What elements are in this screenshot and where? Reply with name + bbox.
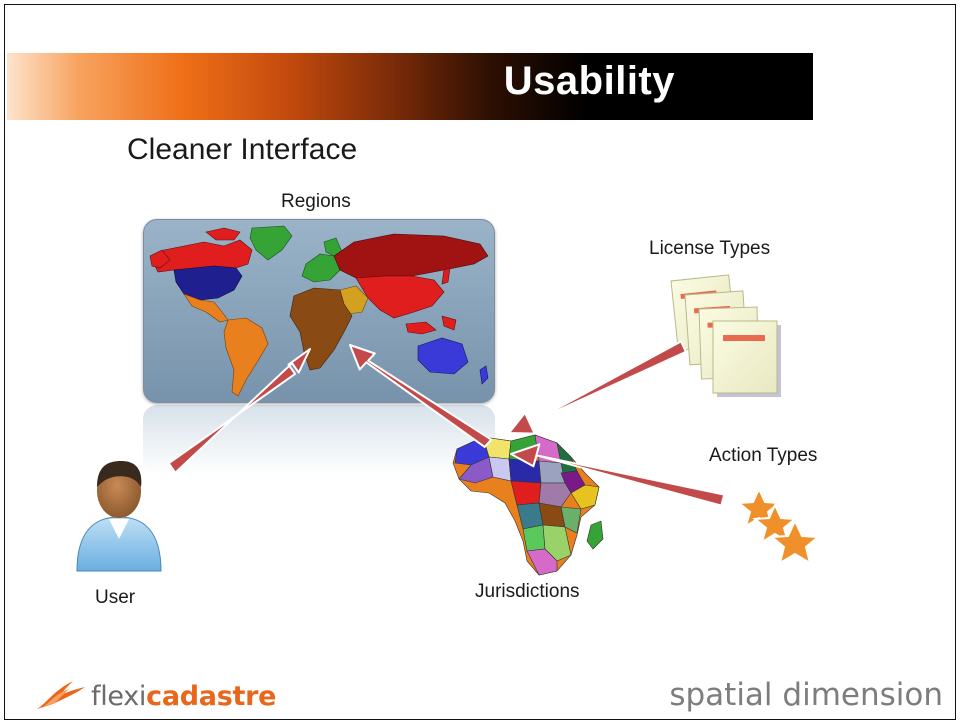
spatial-dimension-logo: spatial dimension (669, 677, 943, 713)
action-types-label: Action Types (709, 445, 818, 466)
license-types-label: License Types (649, 238, 771, 259)
person-icon (76, 461, 162, 572)
jurisdictions-label: Jurisdictions (475, 581, 580, 602)
user-label: User (95, 587, 136, 608)
regions-label: Regions (281, 191, 351, 212)
title-bar: Usability (7, 53, 813, 120)
slide-subtitle: Cleaner Interface (127, 133, 358, 166)
slide: Usability Cleaner Interface Regions Lice… (4, 4, 956, 720)
flame-logo-icon (37, 681, 85, 709)
flexicadastre-logo: flexicadastre (33, 673, 293, 713)
brand-flexi: flexi (91, 681, 147, 712)
arrow-jurisdictions-to-regions (349, 344, 493, 448)
arrows (167, 340, 726, 507)
brand-cadastre: cadastre (146, 681, 277, 712)
arrow-license-to-jurisdictions (508, 340, 687, 435)
document-stack-icon (670, 274, 781, 397)
diagram-canvas (76, 274, 821, 576)
brand-flexicadastre: flexicadastre (91, 681, 276, 712)
stars-icon (736, 486, 821, 566)
arrow-user-to-regions (167, 348, 311, 474)
slide-title: Usability (503, 59, 675, 103)
world-map-icon (143, 219, 495, 403)
arrow-action-to-jurisdictions (510, 443, 726, 507)
